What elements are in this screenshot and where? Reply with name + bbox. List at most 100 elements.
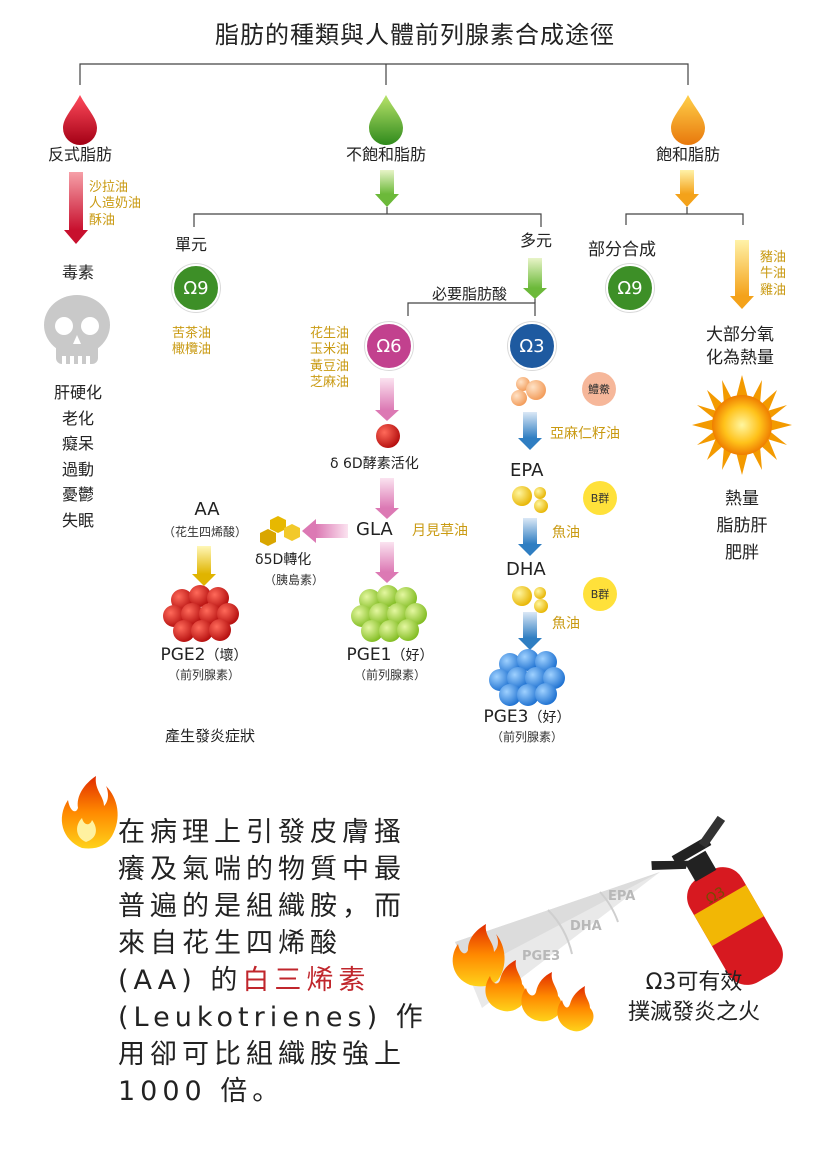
effect-insomnia: 失眠 [61, 510, 95, 530]
pge2-tag: （壞） [205, 648, 248, 664]
effect-fatty-liver: 脂肪肝 [716, 516, 768, 537]
saturated-fat-label: 飽和脂肪 [655, 145, 721, 164]
effect-depression: 憂鬱 [61, 485, 95, 505]
sun-icon [692, 375, 792, 475]
effect-dementia: 癡呆 [61, 434, 95, 454]
pge2-cluster [163, 585, 239, 642]
effect-hyperactivity: 過動 [61, 459, 95, 479]
aa-label: AA [194, 499, 220, 520]
fire-flames-icon [452, 924, 594, 1032]
pge2-sub-label: （前列腺素） [167, 668, 241, 682]
pge3-name: PGE3 [483, 707, 529, 727]
source-soybean-oil: 黃豆油 [310, 358, 350, 374]
pge3-tag: （好） [528, 710, 571, 726]
trans-fat-effects: 肝硬化 老化 癡呆 過動 憂鬱 失眠 [54, 380, 102, 534]
tree-lines-top [79, 63, 689, 85]
source-margarine: 人造奶油 [89, 196, 142, 212]
d5d-enzyme-label: δ5D轉化 [255, 552, 312, 568]
fish-oil-label-2: 魚油 [552, 616, 580, 632]
saturated-arrow [675, 170, 699, 207]
spray-label-pge3: PGE3 [522, 949, 561, 964]
source-chicken-fat: 雞油 [760, 282, 787, 298]
omega3-arrow-2 [518, 518, 542, 556]
pge3-label: PGE3（好） [483, 707, 571, 728]
pge1-label: PGE1（好） [347, 645, 434, 666]
oxidize-line-2: 化為熱量 [706, 347, 774, 368]
source-shortening: 酥油 [89, 212, 116, 228]
trans-fat-drop-icon [63, 95, 97, 145]
dha-label: DHA [506, 559, 546, 580]
pge3-sub-label: （前列腺素） [490, 730, 564, 744]
unsaturated-fat-drop-icon [369, 95, 403, 145]
omega3-arrow-1 [518, 412, 542, 450]
paragraph-part-1: 在病理上引發皮膚搔癢及氣喘的物質中最普遍的是組織胺，而來自花生四烯酸 (AA) … [118, 817, 406, 996]
trans-fat-label: 反式脂肪 [47, 145, 113, 164]
effect-aging: 老化 [61, 408, 95, 428]
mono-sources: 苦茶油 橄欖油 [172, 326, 211, 359]
animal-fat-arrow [730, 240, 754, 309]
omega3-arrow-3 [518, 612, 542, 650]
pge1-sub-label: （前列腺素） [353, 668, 427, 682]
oxidize-label: 大部分氧 化為熱量 [706, 324, 774, 370]
unsaturated-arrow [375, 170, 399, 207]
d5d-insulin-label: （胰島素） [264, 573, 325, 587]
aa-arrow [192, 546, 216, 586]
leukotrienes-highlight: 白三烯素 [242, 965, 371, 996]
effect-calories: 熱量 [725, 489, 759, 509]
omega9-mono-badge: Ω9 [172, 264, 220, 312]
source-camellia-oil: 苦茶油 [172, 326, 212, 341]
trans-fat-arrow [64, 172, 88, 244]
source-olive-oil: 橄欖油 [172, 342, 212, 358]
source-lard: 豬油 [760, 250, 787, 265]
trans-fat-sources: 沙拉油 人造奶油 酥油 [89, 180, 141, 229]
paragraph-part-2: (Leukotrienes) 作用卻可比組織胺強上 1000 倍。 [118, 1002, 428, 1107]
saturated-effects: 熱量 脂肪肝 肥胖 [717, 486, 768, 568]
omega3-peach-balls [511, 377, 546, 406]
tree-lines-sub [193, 207, 744, 316]
extinguish-caption: Ω3可有效 撲滅發炎之火 [628, 968, 760, 1027]
pge1-cluster [351, 585, 427, 642]
gla-precursor-ball [376, 424, 400, 448]
mono-label: 單元 [175, 235, 208, 254]
page-title: 脂肪的種類與人體前列腺素合成途徑 [215, 21, 615, 49]
omega3-badge: Ω3 [508, 322, 556, 370]
effect-obesity: 肥胖 [725, 543, 759, 564]
aa-hexagons-icon [260, 516, 300, 546]
source-salad-oil: 沙拉油 [89, 180, 129, 195]
pge3-cluster [489, 649, 565, 706]
omega6-arrow-2 [375, 478, 399, 519]
pge1-tag: （好） [391, 648, 434, 664]
omega3-top-badge: 鱧鮝 [582, 372, 616, 406]
omega6-sources: 花生油 玉米油 黃豆油 芝麻油 [310, 326, 349, 391]
omega9-saturated-badge: Ω9 [606, 264, 654, 312]
fish-oil-label-1: 魚油 [552, 525, 580, 541]
caption-line-1: Ω3可有效 [645, 970, 743, 995]
source-peanut-oil: 花生油 [310, 326, 350, 341]
source-sesame-oil: 芝麻油 [310, 374, 350, 390]
gla-to-aa-arrow [302, 519, 348, 543]
omega6-arrow-1 [375, 378, 399, 421]
poly-label: 多元 [520, 231, 553, 250]
partial-synthesis-label: 部分合成 [588, 240, 656, 260]
spray-label-epa: EPA [608, 889, 636, 904]
b-vitamin-badge-2: B群 [583, 577, 617, 611]
dha-yellow-balls [512, 586, 548, 613]
skull-icon [44, 295, 110, 365]
toxin-label: 毒素 [61, 263, 95, 282]
effect-cirrhosis: 肝硬化 [53, 383, 103, 402]
unsaturated-fat-label: 不飽和脂肪 [345, 145, 427, 164]
inflammation-label: 產生發炎症狀 [164, 727, 256, 745]
flax-oil-label: 亞麻仁籽油 [550, 426, 620, 442]
epa-label: EPA [510, 460, 544, 481]
source-tallow: 牛油 [760, 266, 787, 282]
oxidize-line-1: 大部分氧 [706, 325, 774, 345]
histamine-paragraph: 在病理上引發皮膚搔癢及氣喘的物質中最普遍的是組織胺，而來自花生四烯酸 (AA) … [118, 814, 428, 1110]
spray-label-dha: DHA [570, 919, 602, 934]
gla-source: 月見草油 [412, 523, 468, 539]
caption-line-2: 撲滅發炎之火 [627, 999, 761, 1025]
b-vitamin-badge-1: B群 [583, 481, 617, 515]
animal-fat-sources: 豬油 牛油 雞油 [760, 250, 786, 299]
source-corn-oil: 玉米油 [310, 342, 350, 358]
gla-label: GLA [356, 519, 393, 540]
